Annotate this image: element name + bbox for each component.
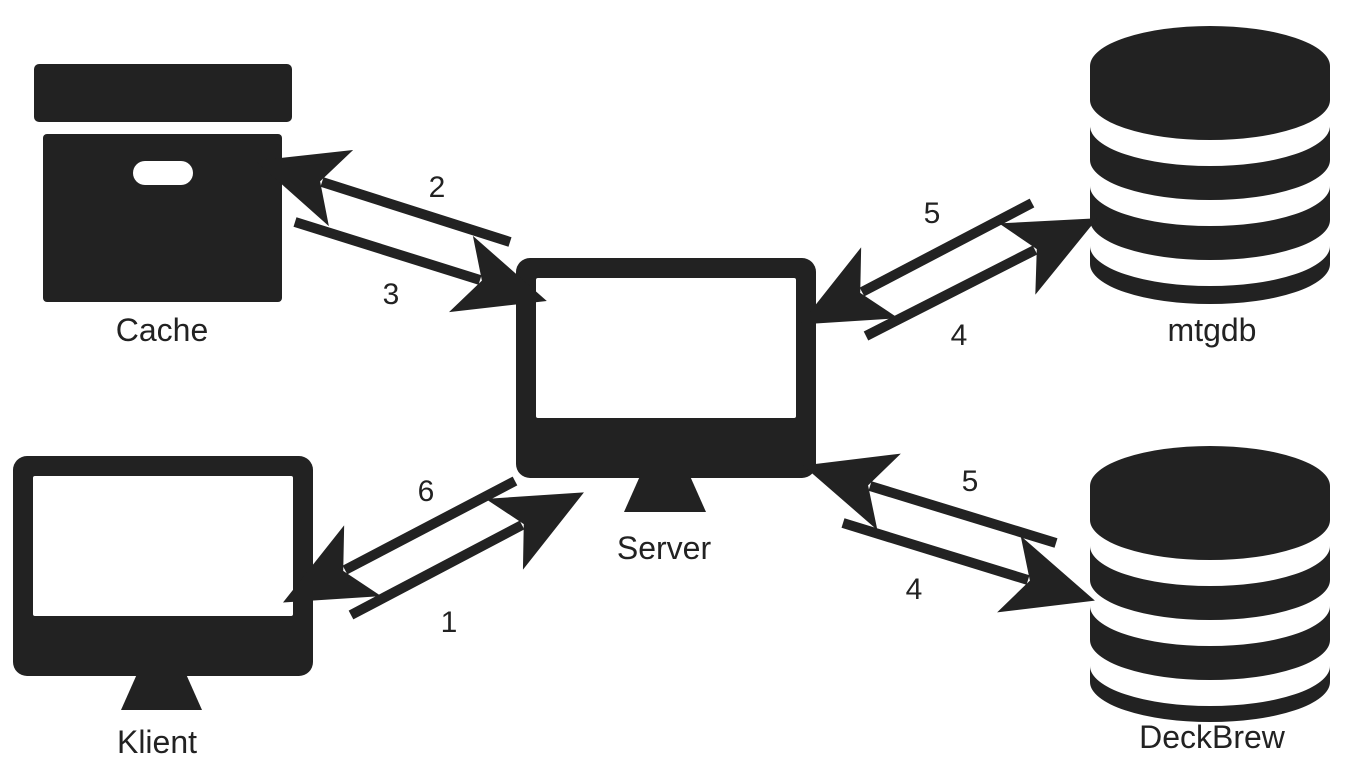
deckbrew-label: DeckBrew [1139, 719, 1286, 755]
server-node: Server [516, 258, 816, 566]
arrow-5-mtgdb-to-server [799, 198, 1035, 325]
step-label-2: 2 [429, 171, 446, 204]
arrow-3-cache-to-server [293, 217, 547, 313]
arrow-1-klient-to-server [348, 492, 584, 620]
klient-node: Klient [13, 456, 313, 760]
step-label-3: 3 [383, 278, 400, 311]
mtgdb-node: mtgdb [1090, 26, 1330, 348]
cache-node: Cache [34, 64, 292, 348]
arrow-5-deckbrew-to-server [803, 453, 1058, 548]
step-labels: 2 3 5 4 5 4 6 1 [383, 171, 979, 639]
server-label: Server [617, 530, 712, 566]
mtgdb-label: mtgdb [1168, 312, 1257, 348]
arrow-4-server-to-deckbrew [841, 518, 1095, 613]
cache-label: Cache [116, 312, 209, 348]
database-icon [1090, 26, 1330, 304]
database-icon [1090, 446, 1330, 722]
step-label-5-deckbrew: 5 [962, 465, 979, 498]
step-label-6: 6 [418, 475, 435, 508]
monitor-icon [13, 456, 313, 710]
klient-label: Klient [117, 724, 197, 760]
arrow-2-server-to-cache [255, 149, 512, 247]
archive-box-icon [34, 64, 292, 302]
arrows [255, 149, 1098, 620]
step-label-4-deckbrew: 4 [906, 573, 923, 606]
step-label-5-mtgdb: 5 [924, 197, 941, 230]
monitor-icon [516, 258, 816, 512]
step-label-1: 1 [441, 606, 458, 639]
step-label-4-mtgdb: 4 [951, 319, 968, 352]
deckbrew-node: DeckBrew [1090, 446, 1330, 755]
arrow-4-server-to-mtgdb [863, 218, 1098, 341]
